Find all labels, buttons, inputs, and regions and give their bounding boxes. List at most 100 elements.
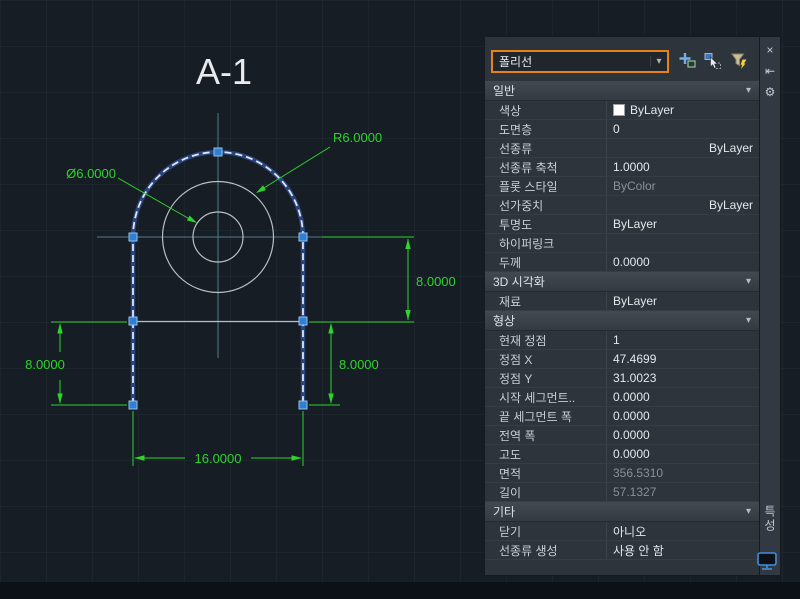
collapse-chevron-icon[interactable]: ▾ bbox=[745, 276, 751, 287]
dim-height-right[interactable]: 8.0000 bbox=[309, 236, 456, 323]
dim-width[interactable]: 16.0000 bbox=[132, 411, 304, 466]
grip-right-mid[interactable] bbox=[298, 316, 308, 326]
prop-value[interactable]: 0.0000 bbox=[613, 409, 650, 423]
prop-value[interactable] bbox=[607, 234, 759, 252]
object-type-dropdown[interactable]: 폴리선 ▾ bbox=[491, 50, 669, 73]
section-3d-visualization[interactable]: 3D 시각화 ▾ bbox=[485, 272, 759, 292]
prop-value[interactable]: 0.0000 bbox=[613, 428, 650, 442]
drawing-title[interactable]: A-1 bbox=[196, 51, 252, 92]
collapse-chevron-icon[interactable]: ▾ bbox=[745, 85, 751, 96]
prop-label: 현재 정점 bbox=[485, 331, 607, 349]
prop-value-text: ByLayer bbox=[630, 103, 675, 117]
dim-height-left[interactable]: 8.0000 bbox=[25, 321, 127, 406]
prop-value[interactable]: 31.0023 bbox=[613, 371, 657, 385]
row-color: 색상 ByLayer bbox=[485, 101, 759, 120]
section-general[interactable]: 일반 ▾ bbox=[485, 81, 759, 101]
prop-value: 356.5310 bbox=[613, 466, 664, 480]
dim-height-right-label[interactable]: 8.0000 bbox=[416, 274, 456, 289]
prop-value[interactable]: ByLayer bbox=[708, 198, 753, 212]
dim-diameter-label[interactable]: Ø6.0000 bbox=[66, 166, 116, 181]
grip-left-top[interactable] bbox=[128, 232, 138, 242]
grip-left-mid[interactable] bbox=[128, 316, 138, 326]
prop-label: 투명도 bbox=[485, 215, 607, 233]
prop-label: 정점 X bbox=[485, 350, 607, 368]
row-linetype-scale: 선종류 축척 1.0000 bbox=[485, 158, 759, 177]
display-icon[interactable] bbox=[756, 551, 778, 571]
auto-hide-icon[interactable]: ⇤ bbox=[764, 64, 776, 78]
prop-label: 면적 bbox=[485, 464, 607, 482]
color-swatch[interactable] bbox=[613, 104, 625, 116]
gear-icon[interactable]: ⚙ bbox=[764, 85, 776, 99]
prop-value[interactable]: 0.0000 bbox=[613, 390, 650, 404]
prop-value[interactable]: 사용 안 함 bbox=[613, 543, 664, 558]
grip-left-bottom[interactable] bbox=[128, 400, 138, 410]
prop-value: 57.1327 bbox=[613, 485, 657, 499]
leader-diameter[interactable]: Ø6.0000 bbox=[66, 166, 197, 223]
prop-label: 색상 bbox=[485, 101, 607, 119]
circle-inner[interactable] bbox=[192, 211, 244, 263]
dim-width-label[interactable]: 16.0000 bbox=[195, 451, 242, 466]
prop-value: ByColor bbox=[613, 179, 656, 193]
prop-label: 길이 bbox=[485, 483, 607, 501]
prop-value[interactable]: 0.0000 bbox=[613, 447, 650, 461]
prop-label: 선종류 축척 bbox=[485, 158, 607, 176]
prop-label: 플롯 스타일 bbox=[485, 177, 607, 195]
object-type-value: 폴리선 bbox=[499, 55, 533, 69]
row-linetype-generation: 선종류 생성 사용 안 함 bbox=[485, 541, 759, 560]
dim-height-mid-label[interactable]: 8.0000 bbox=[339, 357, 379, 372]
prop-value[interactable]: ByLayer bbox=[708, 141, 753, 155]
row-current-vertex: 현재 정점 1 bbox=[485, 331, 759, 350]
leader-radius[interactable]: R6.0000 bbox=[256, 130, 382, 193]
row-hyperlink: 하이퍼링크 bbox=[485, 234, 759, 253]
prop-value[interactable]: 0.0000 bbox=[613, 255, 650, 269]
dim-height-left-label[interactable]: 8.0000 bbox=[25, 357, 65, 372]
properties-palette: 폴리선 ▾ 일반 ▾ 색상 bbox=[484, 36, 760, 576]
quick-select-icon[interactable] bbox=[727, 49, 751, 73]
section-misc[interactable]: 기타 ▾ bbox=[485, 502, 759, 522]
collapse-chevron-icon[interactable]: ▾ bbox=[745, 506, 751, 517]
row-area: 면적 356.5310 bbox=[485, 464, 759, 483]
row-vertex-x: 정점 X 47.4699 bbox=[485, 350, 759, 369]
grip-right-bottom[interactable] bbox=[298, 400, 308, 410]
chevron-down-icon[interactable]: ▾ bbox=[650, 56, 667, 67]
prop-value[interactable]: ByLayer bbox=[613, 217, 658, 231]
prop-value[interactable]: 0 bbox=[613, 122, 620, 136]
prop-value[interactable]: 아니오 bbox=[613, 524, 647, 539]
prop-label: 끝 세그먼트 폭 bbox=[485, 407, 607, 425]
section-label: 형상 bbox=[493, 314, 516, 328]
prop-label: 전역 폭 bbox=[485, 426, 607, 444]
prop-label: 선종류 bbox=[485, 139, 607, 157]
prop-label: 재료 bbox=[485, 292, 607, 310]
row-elevation: 고도 0.0000 bbox=[485, 445, 759, 464]
circle-outer[interactable] bbox=[161, 180, 275, 294]
section-label: 기타 bbox=[493, 505, 516, 519]
row-vertex-y: 정점 Y 31.0023 bbox=[485, 369, 759, 388]
grip-arc-top[interactable] bbox=[213, 147, 223, 157]
prop-label: 선가중치 bbox=[485, 196, 607, 214]
select-objects-icon[interactable] bbox=[701, 49, 725, 73]
dim-height-mid[interactable]: 8.0000 bbox=[309, 323, 379, 406]
prop-value[interactable]: 47.4699 bbox=[613, 352, 657, 366]
prop-value[interactable]: ByLayer bbox=[607, 101, 759, 119]
row-thickness: 두께 0.0000 bbox=[485, 253, 759, 272]
grip-right-top[interactable] bbox=[298, 232, 308, 242]
row-length: 길이 57.1327 bbox=[485, 483, 759, 502]
pickadd-toggle-icon[interactable] bbox=[675, 49, 699, 73]
prop-value[interactable]: 1 bbox=[613, 333, 620, 347]
section-geometry[interactable]: 형상 ▾ bbox=[485, 311, 759, 331]
row-start-segment-width: 시작 세그먼트.. 0.0000 bbox=[485, 388, 759, 407]
row-material: 재료 ByLayer bbox=[485, 292, 759, 311]
dim-radius-label[interactable]: R6.0000 bbox=[333, 130, 382, 145]
prop-label: 정점 Y bbox=[485, 369, 607, 387]
close-icon[interactable]: × bbox=[766, 43, 774, 57]
prop-value[interactable]: 1.0000 bbox=[613, 160, 650, 174]
row-lineweight: 선가중치 ByLayer bbox=[485, 196, 759, 215]
collapse-chevron-icon[interactable]: ▾ bbox=[745, 315, 751, 326]
palette-title-bar[interactable]: × ⇤ ⚙ 특성 bbox=[760, 36, 781, 576]
prop-label: 도면층 bbox=[485, 120, 607, 138]
prop-label: 시작 세그먼트.. bbox=[485, 388, 607, 406]
palette-title: 특성 bbox=[762, 505, 777, 533]
prop-label: 두께 bbox=[485, 253, 607, 271]
prop-value[interactable]: ByLayer bbox=[613, 294, 658, 308]
